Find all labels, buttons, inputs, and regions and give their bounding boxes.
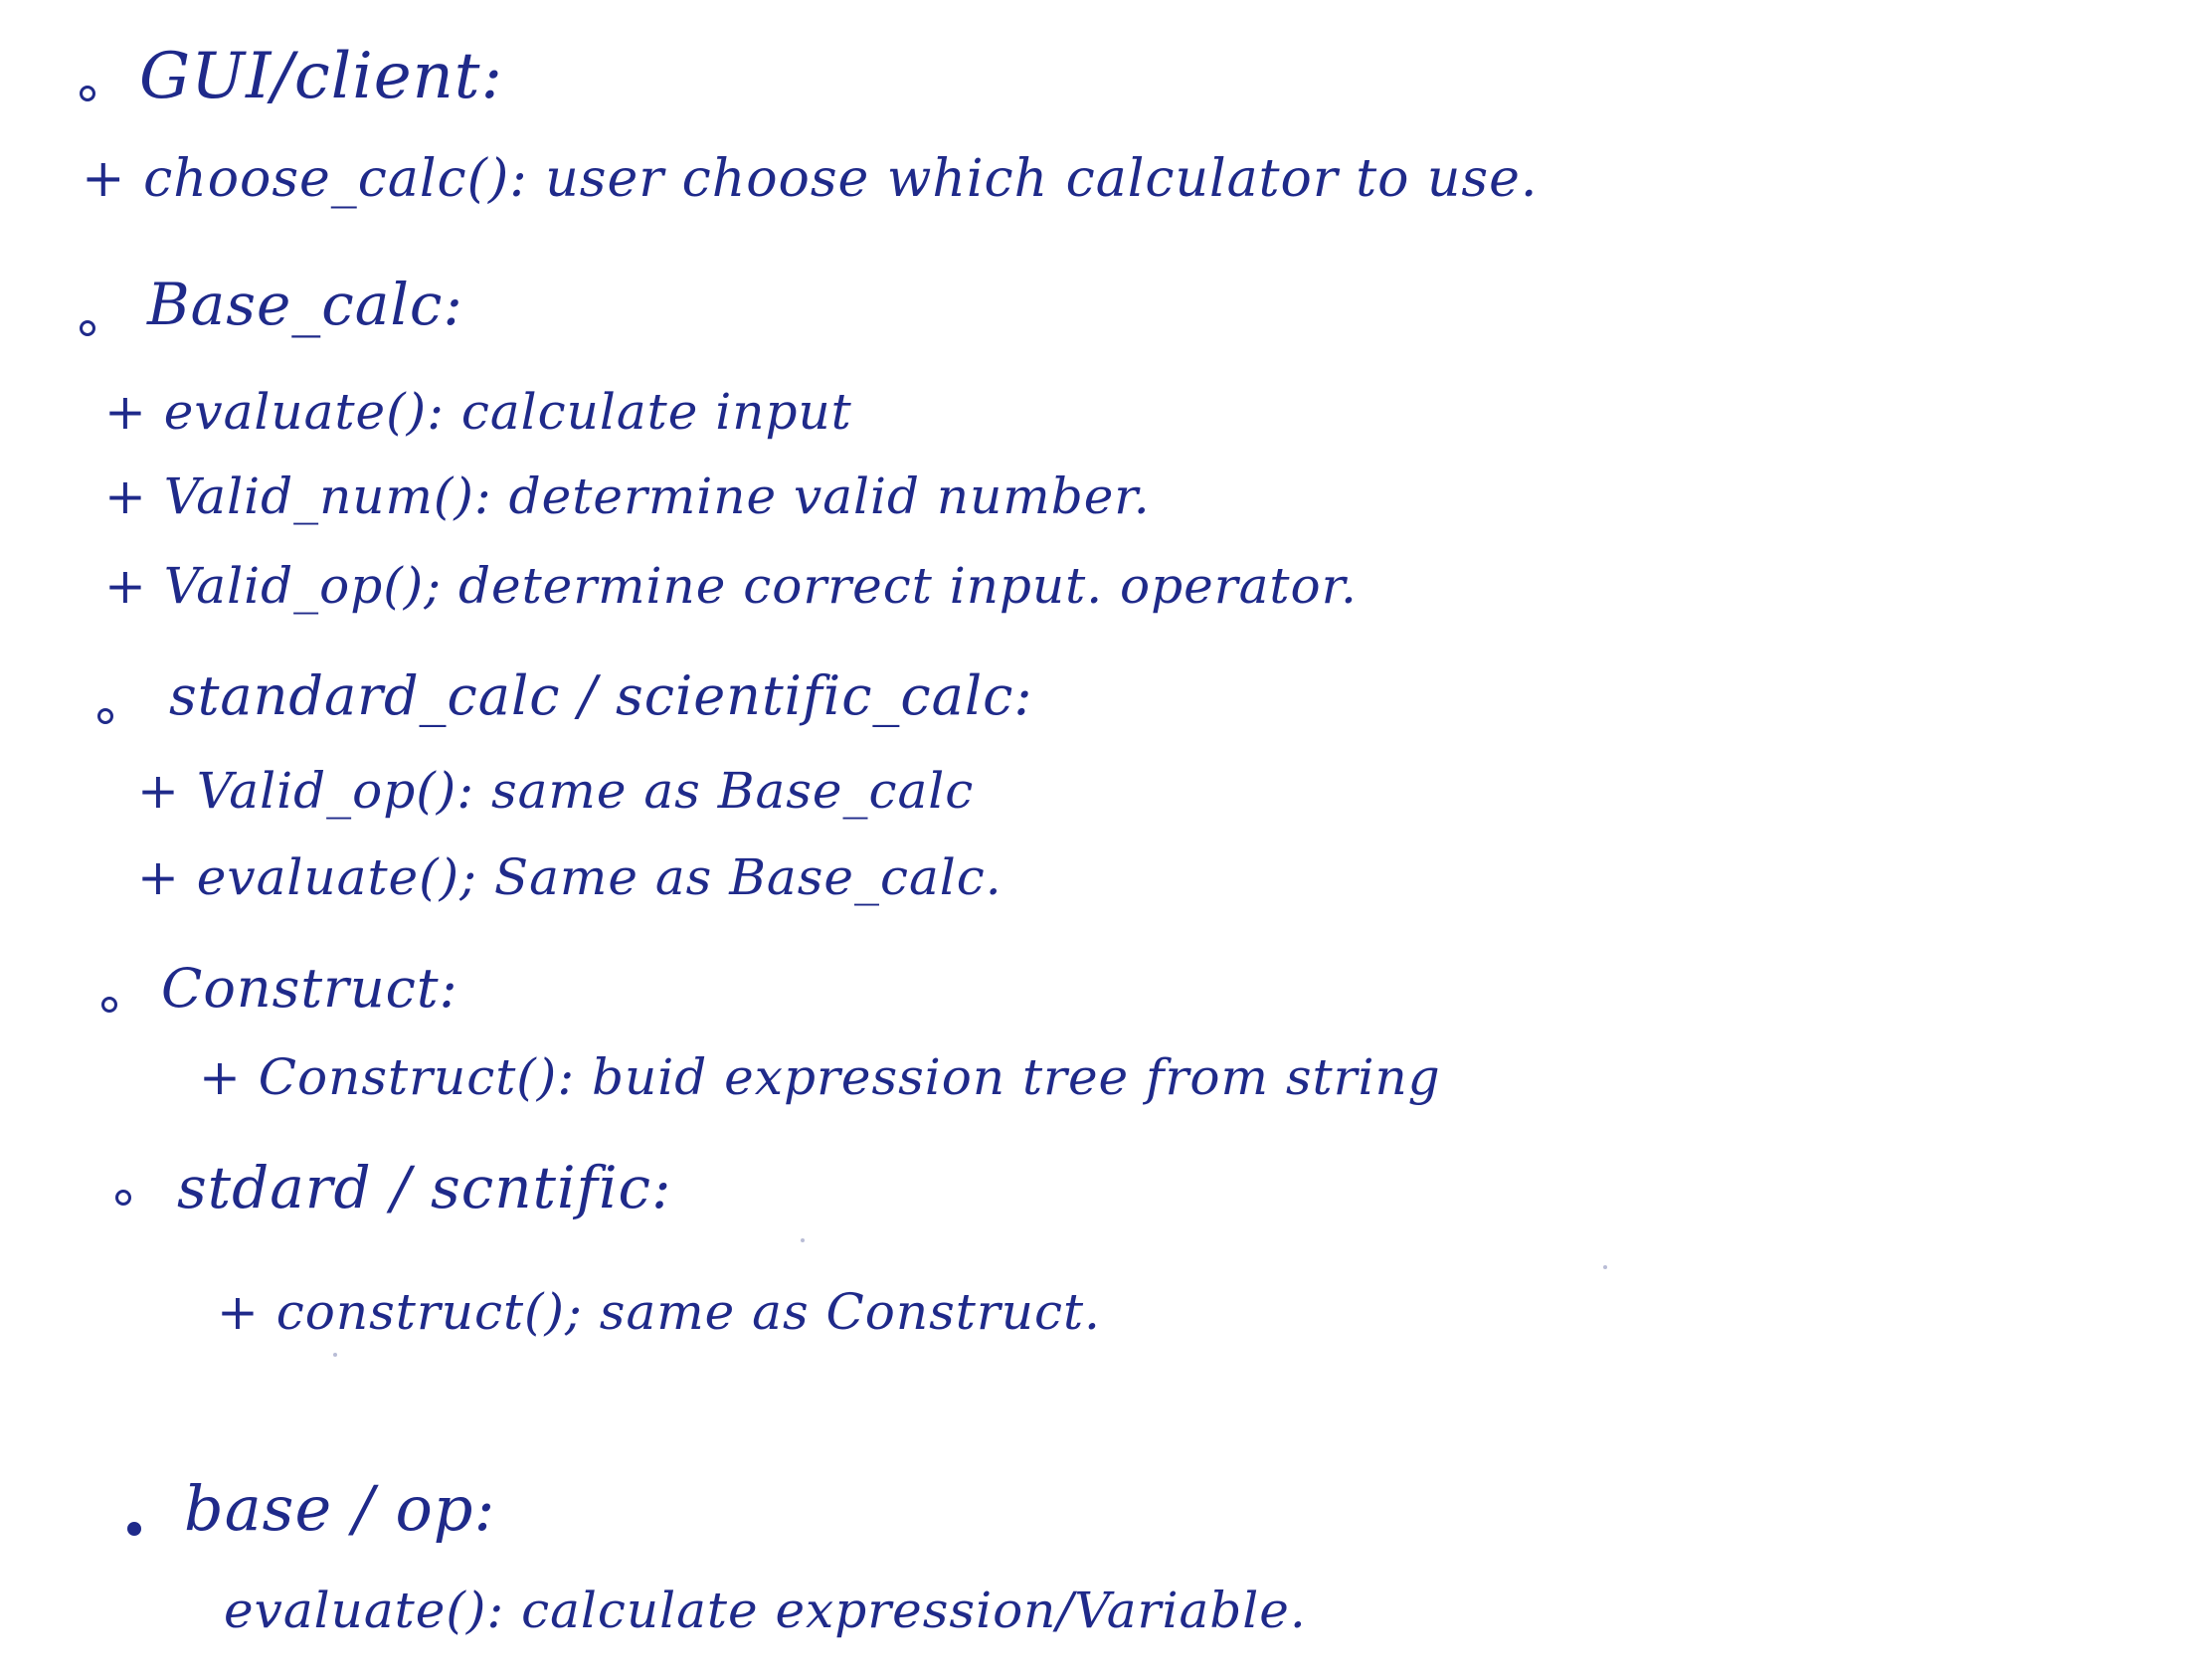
section-heading-gui-client: GUI/client: <box>139 40 504 113</box>
entry-construct: + Construct(): buid expression tree from… <box>199 1048 1441 1106</box>
bullet-icon <box>80 320 95 336</box>
paper-speck <box>801 1238 805 1242</box>
section-heading-base-calc: Base_calc: <box>147 271 463 338</box>
section-heading-base-op: base / op: <box>184 1472 496 1545</box>
section-heading-construct: Construct: <box>161 957 458 1020</box>
entry-valid-num: + Valid_num(): determine valid number. <box>104 467 1151 525</box>
section-heading-stdard-scntific: stdard / scntific: <box>177 1154 672 1221</box>
bullet-icon <box>80 86 95 101</box>
entry-valid-op: + Valid_op(); determine correct input. o… <box>104 557 1358 615</box>
entry-evaluate: + evaluate(): calculate input <box>104 383 852 441</box>
section-heading-standard-scientific: standard_calc / scientific_calc: <box>169 664 1033 727</box>
bullet-icon <box>97 708 113 724</box>
entry-evaluate-expression: evaluate(): calculate expression/Variabl… <box>224 1582 1307 1639</box>
entry-valid-op-same: + Valid_op(): same as Base_calc <box>137 762 975 820</box>
bullet-icon <box>115 1190 131 1206</box>
bullet-icon <box>101 997 117 1013</box>
entry-construct-same: + construct(); same as Construct. <box>217 1283 1101 1341</box>
paper-speck <box>333 1353 337 1357</box>
entry-choose-calc: + choose_calc(): user choose which calcu… <box>82 149 1539 209</box>
bullet-icon <box>127 1522 141 1536</box>
paper-speck <box>1603 1265 1607 1269</box>
entry-evaluate-same: + evaluate(); Same as Base_calc. <box>137 848 1003 906</box>
